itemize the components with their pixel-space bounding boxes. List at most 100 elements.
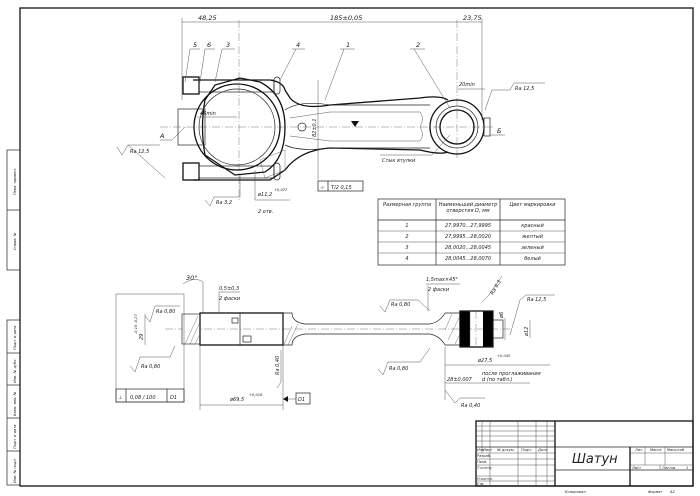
dim-28: 28±0,007 — [447, 377, 473, 383]
chamfer-count: 2 фаски — [219, 296, 241, 302]
roughness-ra125-right: Ra 12,5 — [515, 86, 534, 92]
table-cell: 4 — [405, 256, 409, 262]
table-cell: 3 — [405, 245, 409, 251]
part-3: 3 — [226, 41, 230, 49]
tb-sheets: Листов — [661, 466, 675, 470]
hole-dim: ø11,2 — [257, 192, 272, 198]
table-cell: 28,0045...28,0070 — [444, 256, 492, 262]
rod-section-view — [165, 310, 510, 348]
roughness-ra040-vertical: Ra 0,40 — [275, 356, 281, 375]
table-cell: 2 — [405, 234, 409, 240]
tb-sheet: Лист — [631, 466, 642, 470]
tolerance-frame — [317, 180, 364, 192]
strip-label: Взам. инв. № — [13, 391, 17, 416]
part-1: 1 — [346, 41, 350, 49]
chamfer-2-dim: 1,5max×45° — [426, 277, 458, 283]
title-block: Изм. Лист № докум. Подп. Дата Разраб. Пр… — [475, 420, 694, 494]
bushing-joint-label: Стык втулки — [382, 158, 416, 164]
dim-d-table-note: d (по табл.) — [482, 377, 512, 383]
side-strip: Перв. примен. Справ. № Подп. и дата Инв.… — [6, 149, 21, 486]
roughness-ra080-d: Ra 0,80 — [389, 366, 408, 372]
chamfer-2-count: 2 фаски — [428, 287, 450, 293]
strip-label: Подп. и дата — [13, 425, 17, 449]
tb-col: Изм. — [477, 448, 485, 452]
section-dimensions: 30° 0,5±0,3 2 фаски Ra 0,80 Ra 0,80 29 -… — [115, 274, 555, 410]
table-header: Размерная группа — [382, 202, 432, 208]
strip-label: Справ. № — [13, 232, 17, 250]
table-cell: 28,0020...28,0045 — [444, 245, 492, 251]
tb-col: Подп. — [521, 448, 532, 452]
datum-d1 — [295, 392, 311, 405]
perp-value: 0,08 / 100 — [130, 395, 156, 401]
drawing-title: Шатун — [572, 452, 618, 467]
strip-label: Перв. примен. — [13, 168, 17, 195]
part-6: 6 — [207, 41, 211, 49]
tb-role: Разраб. — [477, 454, 491, 458]
roughness-ra125-left: Ra 12,5 — [130, 149, 149, 155]
roughness-ra080-c: Ra 0,80 — [391, 302, 410, 308]
tb-mass: Масса — [650, 448, 661, 452]
perp-datum: D1 — [170, 395, 177, 401]
tb-format-value: A2 — [669, 490, 675, 494]
tb-col: Лист — [482, 448, 493, 452]
tb-sheets-count: 1 — [686, 466, 688, 470]
tb-col: № докум. — [496, 448, 515, 452]
strip-label: Инв. № подл. — [13, 458, 17, 483]
dim-82: 82±0,1 — [312, 118, 318, 137]
tb-role: Н.контр. — [477, 477, 493, 481]
dim-27-5: ø27,5 — [477, 358, 492, 364]
dim-29: 29 — [139, 334, 145, 340]
part-2: 2 — [416, 41, 420, 49]
top-dimensions: 48,25 185±0,05 23,75 5 6 3 4 1 2 46min 8… — [116, 14, 545, 215]
dim-48-25: 48,25 — [198, 14, 217, 22]
after-burnishing-note: после проглаживания — [482, 371, 541, 377]
table-cell: красный — [521, 223, 544, 229]
angle-30: 30° — [186, 274, 198, 282]
chamfer-dim: 0,5±0,3 — [219, 286, 239, 292]
tb-format: Формат — [648, 490, 663, 494]
perpendicularity-frame — [115, 388, 185, 403]
datum-label: D1 — [298, 397, 305, 403]
size-group-table: Размерная группа Наименьший диаметр отве… — [377, 198, 566, 266]
dim-185: 185±0,05 — [330, 14, 362, 22]
dim-23-75: 23,75 — [463, 14, 482, 22]
dim-29-tolerance: -0,15 -0,27 — [134, 314, 138, 334]
tb-lit: Лит. — [634, 448, 643, 452]
tb-col: Дата — [537, 448, 547, 452]
dim-d6: ø6 — [499, 312, 505, 319]
roughness-ra125: Ra 12,5 — [527, 297, 546, 303]
strip-label: Инв. № дубл. — [13, 358, 17, 383]
dim-20min: 20min — [459, 82, 475, 88]
tb-scale: Масштаб — [667, 448, 685, 452]
dim-46min: 46min — [200, 111, 216, 117]
dim-d12: ø12 — [524, 327, 530, 337]
tb-role: Утв. — [477, 482, 485, 486]
table-cell: зеленый — [521, 245, 544, 251]
roughness-ra040: Ra 0,40 — [461, 403, 480, 409]
perp-symbol: ⊥ — [118, 395, 122, 401]
roughness-ra080-a: Ra 0,80 — [156, 309, 175, 315]
rod-top-view — [160, 20, 495, 200]
part-4: 4 — [296, 41, 300, 49]
hole-count: 2 отв. — [258, 209, 273, 215]
dim-27-5-tolerance: +0,045 — [497, 354, 511, 358]
table-header: Наименьший диаметр отверстия D, мм — [438, 202, 498, 214]
hole-tolerance: +0,027 — [274, 188, 288, 192]
tb-role: Т.контр. — [477, 466, 493, 470]
part-5: 5 — [193, 41, 197, 49]
view-b-label: Б — [497, 127, 502, 135]
table-cell: 1 — [405, 223, 409, 229]
table-cell: желтый — [522, 234, 543, 240]
roughness-ra080-b: Ra 0,80 — [141, 364, 160, 370]
symmetry-symbol: ⌯ — [320, 185, 325, 191]
table-header: Цвет маркировки — [509, 202, 556, 208]
roughness-ra32: Ra 3,2 — [216, 200, 232, 206]
symmetry-tolerance: T/2 0,15 — [331, 185, 352, 191]
strip-label: Подп. и дата — [13, 326, 17, 350]
dim-69-5: ø69,5 — [229, 397, 244, 403]
table-cell: 27,9995...28,0020 — [444, 234, 492, 240]
view-a-label: А — [159, 132, 164, 140]
table-cell: белый — [524, 256, 541, 262]
tb-copied: Копировал — [565, 490, 586, 494]
